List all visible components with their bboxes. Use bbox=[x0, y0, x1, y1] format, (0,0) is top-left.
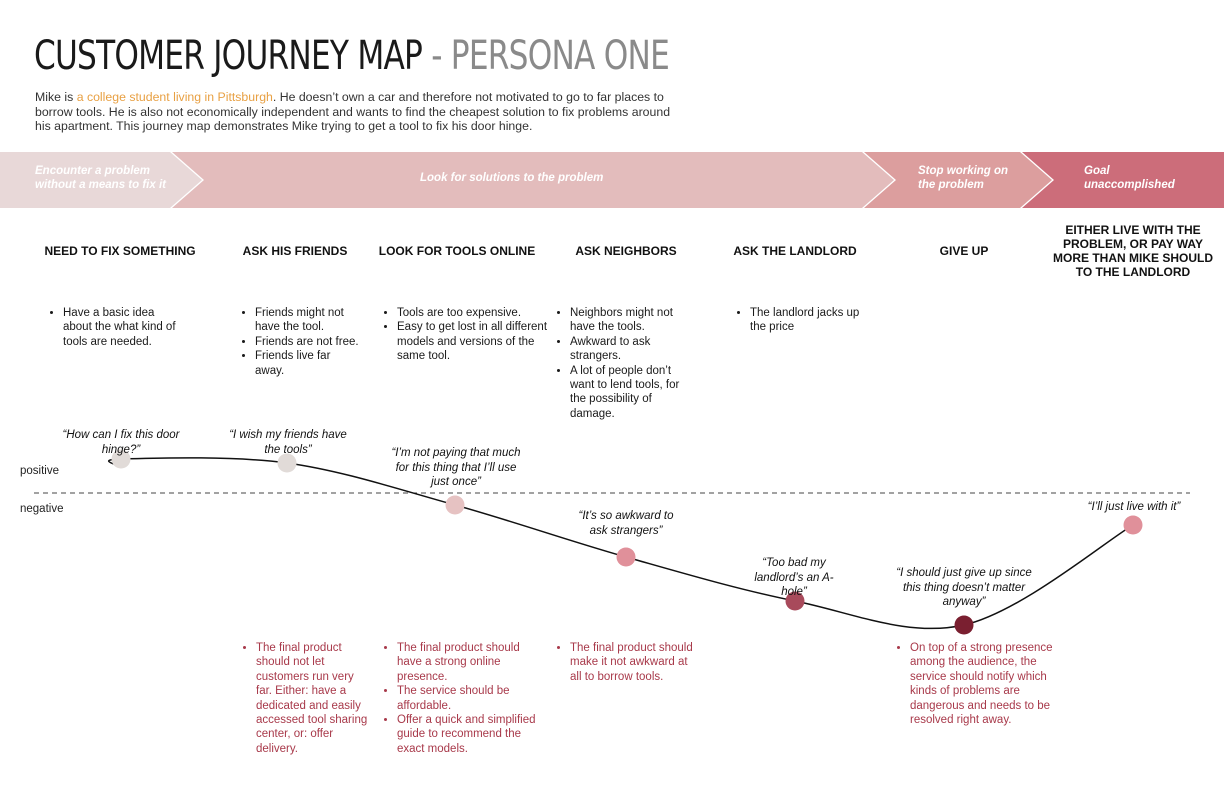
emotion-point-5 bbox=[785, 591, 805, 611]
step-title-4: ASK NEIGHBORS bbox=[575, 244, 677, 258]
pain-item: Friends are not free. bbox=[255, 335, 362, 349]
intro-text-end: . He doesn’t own a car and therefore not… bbox=[35, 90, 671, 133]
intro-highlight: a college student living in Pittsburgh bbox=[76, 90, 273, 104]
stage-arrow-4 bbox=[1022, 152, 1224, 208]
title-separator: - bbox=[422, 33, 451, 79]
quote-7: “I’ll just live with it” bbox=[1087, 501, 1181, 513]
design-ideas-3: The final product should have a strong o… bbox=[379, 641, 539, 756]
intro-text-start: Mike is bbox=[35, 90, 77, 104]
emotion-point-3 bbox=[445, 495, 465, 515]
page-title: CUSTOMER JOURNEY MAP - PERSONA ONE bbox=[34, 32, 670, 80]
title-persona: PERSONA ONE bbox=[450, 33, 670, 79]
step-title-1: NEED TO FIX SOMETHING bbox=[44, 244, 196, 258]
stage-label-goal: Goal unaccomplished bbox=[1084, 165, 1175, 191]
stage-label-look: Look for solutions to the problem bbox=[420, 172, 604, 184]
axis-label-negative: negative bbox=[20, 503, 64, 515]
pain-item: Easy to get lost in all different models… bbox=[397, 320, 547, 363]
design-ideas-2: The final product should not let custome… bbox=[238, 641, 368, 756]
persona-description: Mike is a college student living in Pitt… bbox=[35, 90, 675, 134]
pain-points-4: Neighbors might not have the tools. Awkw… bbox=[552, 306, 688, 421]
emotion-point-1 bbox=[111, 449, 131, 469]
stage-arrow-3 bbox=[864, 152, 1052, 208]
stage-arrow-1 bbox=[0, 152, 202, 208]
step-title-7: EITHER LIVE WITH THE PROBLEM, OR PAY WAY… bbox=[1053, 223, 1213, 279]
idea-item: The final product should have a strong o… bbox=[397, 641, 539, 684]
quote-3: “I’m not paying that much for this thing… bbox=[391, 447, 521, 488]
quote-5: “Too bad my landlord’s an A-hole” bbox=[754, 557, 834, 598]
design-ideas-4: The final product should make it not awk… bbox=[552, 641, 694, 684]
pain-points-5: The landlord jacks up the price bbox=[732, 306, 862, 335]
emotion-point-7 bbox=[1123, 515, 1143, 535]
quote-2: “I wish my friends have the tools” bbox=[229, 429, 347, 456]
step-title-3: LOOK FOR TOOLS ONLINE bbox=[378, 244, 536, 258]
step-title-6: GIVE UP bbox=[939, 244, 989, 258]
idea-item: The service should be affordable. bbox=[397, 684, 539, 713]
title-main: CUSTOMER JOURNEY MAP bbox=[34, 33, 423, 79]
quote-4: “It’s so awkward to ask strangers” bbox=[578, 510, 674, 537]
stage-label-stop: Stop working on the problem bbox=[918, 165, 1009, 191]
pain-points-2: Friends might not have the tool. Friends… bbox=[237, 306, 362, 378]
quote-6: “I should just give up since this thing … bbox=[896, 567, 1032, 608]
stage-arrows bbox=[0, 152, 1224, 208]
pain-item: The landlord jacks up the price bbox=[750, 306, 862, 335]
stage-label-encounter: Encounter a problem without a means to f… bbox=[35, 165, 166, 191]
pain-item: Friends might not have the tool. bbox=[255, 306, 362, 335]
pain-points-3: Tools are too expensive. Easy to get los… bbox=[379, 306, 547, 364]
stage-arrow-2 bbox=[172, 152, 894, 208]
design-ideas-6: On top of a strong presence among the au… bbox=[892, 641, 1054, 727]
pain-item: Awkward to ask strangers. bbox=[570, 335, 688, 364]
stage-banner bbox=[0, 152, 1224, 208]
emotion-point-4 bbox=[616, 547, 636, 567]
pain-item: Tools are too expensive. bbox=[397, 306, 547, 320]
quote-1: “How can I fix this door hinge?” bbox=[62, 429, 180, 456]
axis-label-positive: positive bbox=[20, 465, 59, 477]
emotion-point-2 bbox=[277, 453, 297, 473]
idea-item: The final product should make it not awk… bbox=[570, 641, 694, 684]
pain-item: Have a basic idea about the what kind of… bbox=[63, 306, 180, 349]
emotion-point-6 bbox=[954, 615, 974, 635]
pain-item: Neighbors might not have the tools. bbox=[570, 306, 688, 335]
idea-item: Offer a quick and simplified guide to re… bbox=[397, 713, 539, 756]
pain-points-1: Have a basic idea about the what kind of… bbox=[45, 306, 180, 349]
pain-item: Friends live far away. bbox=[255, 349, 362, 378]
idea-item: On top of a strong presence among the au… bbox=[910, 641, 1054, 727]
step-title-2: ASK HIS FRIENDS bbox=[242, 244, 348, 258]
idea-item: The final product should not let custome… bbox=[256, 641, 368, 756]
step-title-5: ASK THE LANDLORD bbox=[733, 244, 857, 258]
pain-item: A lot of people don’t want to lend tools… bbox=[570, 364, 688, 422]
